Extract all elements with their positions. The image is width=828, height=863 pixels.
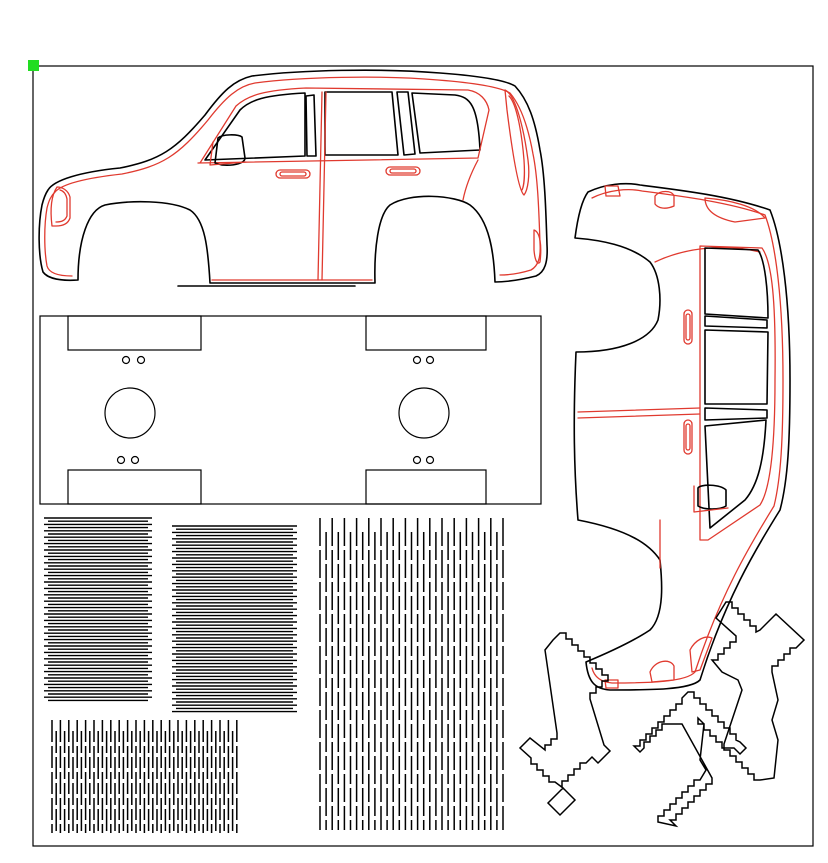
mount-slot (365, 315, 487, 351)
axle-hole (398, 387, 450, 439)
flex-panel-horizontal-left (44, 517, 152, 702)
pickaxe-icon (632, 691, 748, 828)
car-top-view (573, 182, 791, 691)
flex-panel-vertical-small (51, 720, 238, 833)
mount-slot (67, 315, 202, 351)
sheet-border (32, 65, 814, 847)
flex-panel-horizontal-middle (172, 525, 297, 713)
sword-icon (518, 632, 612, 817)
screw-holes (116, 355, 435, 465)
car-side-view (38, 69, 548, 287)
flex-panel-vertical-large (319, 518, 504, 830)
mount-slot (365, 469, 487, 505)
chassis-base-plate (39, 315, 542, 505)
axe-icon (710, 601, 806, 781)
origin-marker (28, 60, 39, 71)
mount-slot (67, 469, 202, 505)
tool-outline (518, 632, 612, 817)
tool-outline (710, 601, 806, 781)
tool-outline (632, 691, 748, 828)
axle-hole (104, 387, 156, 439)
